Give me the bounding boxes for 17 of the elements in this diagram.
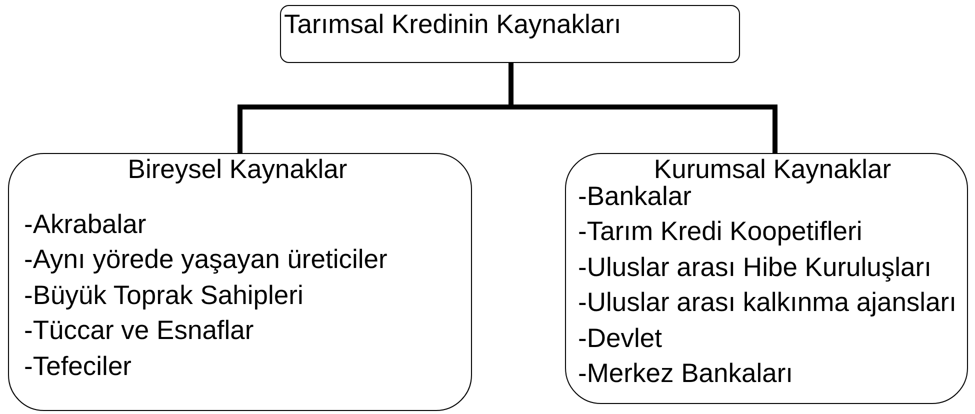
list-item-text: -Bankalar xyxy=(578,180,692,212)
list-item-text: -Devlet xyxy=(578,322,662,354)
list-item-text: -Uluslar arası Hibe Kuruluşları xyxy=(578,252,932,282)
list-item-text: -Akrabalar xyxy=(24,208,146,240)
heading-text: Bireysel Kaynaklar xyxy=(128,155,348,183)
list-item-text: -Büyük Toprak Sahipleri xyxy=(24,280,304,310)
list-item-text: -Tüccar ve Esnaflar xyxy=(24,315,254,346)
list-item-text: -Merkez Bankaları xyxy=(578,358,794,389)
list-item-text: -Tefeciler xyxy=(24,350,132,382)
list-item-text: -Aynı yörede yaşayan üreticiler xyxy=(24,244,388,275)
list-item-text: -Tarım Kredi Koopetifleri xyxy=(578,216,862,247)
heading-text: Kurumsal Kaynaklar xyxy=(654,155,892,183)
list-item-text: -Uluslar arası kalkınma ajansları xyxy=(578,287,956,318)
rounded-box xyxy=(8,153,472,411)
rounded-box xyxy=(565,153,968,404)
rounded-box xyxy=(280,5,740,63)
title-text: Tarımsal Kredinin Kaynakları xyxy=(284,9,622,40)
